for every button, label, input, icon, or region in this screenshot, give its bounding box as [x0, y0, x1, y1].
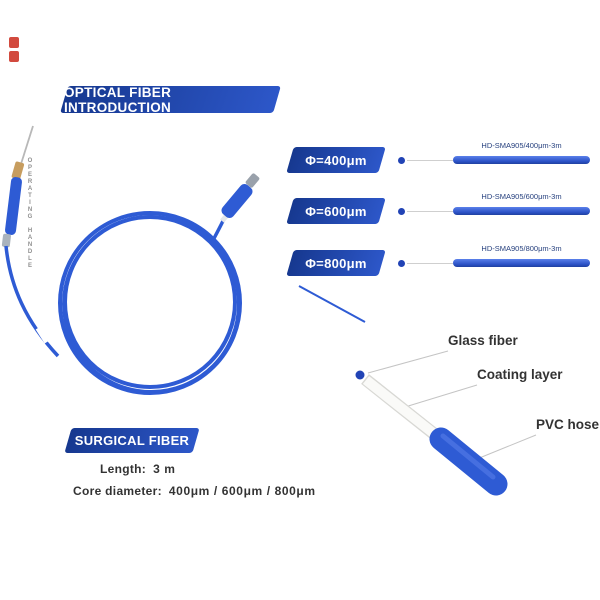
fiber-hose-bar — [453, 259, 590, 267]
core-diameter-label: Core diameter: — [73, 484, 162, 498]
diameter-tag-400: Φ=400μm — [290, 147, 382, 173]
needle-tip — [20, 125, 34, 165]
fiber-option-row-800: Φ=800μm HD-SMA905/800μm-3m — [290, 243, 600, 283]
model-label: HD-SMA905/600μm-3m — [481, 192, 562, 201]
fiber-hose-bar — [453, 207, 590, 215]
fiber-coil-loop — [58, 211, 242, 395]
fiber-option-row-600: Φ=600μm HD-SMA905/600μm-3m — [290, 191, 600, 231]
sma-connector-tip — [245, 173, 260, 188]
model-label: HD-SMA905/400μm-3m — [481, 141, 562, 150]
handle-body — [5, 177, 22, 235]
length-value: 3 m — [153, 462, 176, 476]
length-spec: Length: 3 m — [100, 462, 176, 476]
sma-connector-body — [221, 183, 253, 219]
title-banner-text: OPTICAL FIBER INTRODUCTION — [64, 84, 172, 115]
diameter-tag-600: Φ=600μm — [290, 198, 382, 224]
pvc-hose-leader-line — [471, 434, 537, 462]
surgical-fiber-banner: SURGICAL FIBER — [68, 428, 196, 453]
fiber-tip-dot — [398, 259, 405, 267]
core-diameter-value: 400μm / 600μm / 800μm — [168, 484, 316, 498]
glass-fiber-leader-line — [367, 350, 449, 374]
pvc-hose-highlight — [440, 433, 496, 480]
bare-fiber-line — [407, 210, 453, 212]
title-banner: OPTICAL FIBER INTRODUCTION — [64, 84, 277, 115]
fiber-tip-dot — [398, 207, 405, 215]
brand-mark-icon — [9, 37, 19, 63]
diameter-tag-800: Φ=800μm — [290, 250, 382, 276]
coating-layer-body — [362, 376, 446, 444]
length-label: Length: — [100, 462, 147, 476]
magnifier-pointer-line — [298, 285, 366, 323]
operating-handle-label: OPERATING HANDLE — [27, 158, 33, 270]
coating-layer-label: Coating layer — [477, 367, 563, 382]
diameter-tag-text: Φ=600μm — [305, 203, 367, 219]
fiber-coil-loop — [62, 215, 240, 393]
pvc-hose-label: PVC hose — [536, 417, 600, 432]
diameter-tag-text: Φ=400μm — [305, 152, 367, 168]
bare-fiber-line — [407, 262, 453, 264]
diameter-tag-text: Φ=800μm — [305, 255, 367, 271]
fiber-lead-in — [4, 245, 60, 358]
fiber-tip-dot — [398, 156, 405, 164]
pvc-hose-body — [429, 427, 508, 496]
glass-fiber-tip — [355, 370, 365, 380]
fiber-white-sleeve — [35, 326, 50, 344]
core-diameter-spec: Core diameter: 400μm / 600μm / 800μm — [73, 484, 316, 498]
fiber-cross-section-diagram — [355, 350, 537, 496]
handle-sleeve — [1, 233, 11, 248]
fiber-hose-bar — [453, 156, 590, 164]
fiber-option-row-400: Φ=400μm HD-SMA905/400μm-3m — [290, 140, 600, 180]
glass-fiber-label: Glass fiber — [448, 333, 518, 348]
model-label: HD-SMA905/800μm-3m — [481, 244, 562, 253]
handle-ferrule — [11, 161, 25, 180]
surgical-fiber-illustration — [1, 125, 260, 395]
bare-fiber-line — [407, 159, 453, 161]
coating-layer-leader-line — [404, 384, 478, 408]
surgical-banner-text: SURGICAL FIBER — [74, 433, 190, 448]
